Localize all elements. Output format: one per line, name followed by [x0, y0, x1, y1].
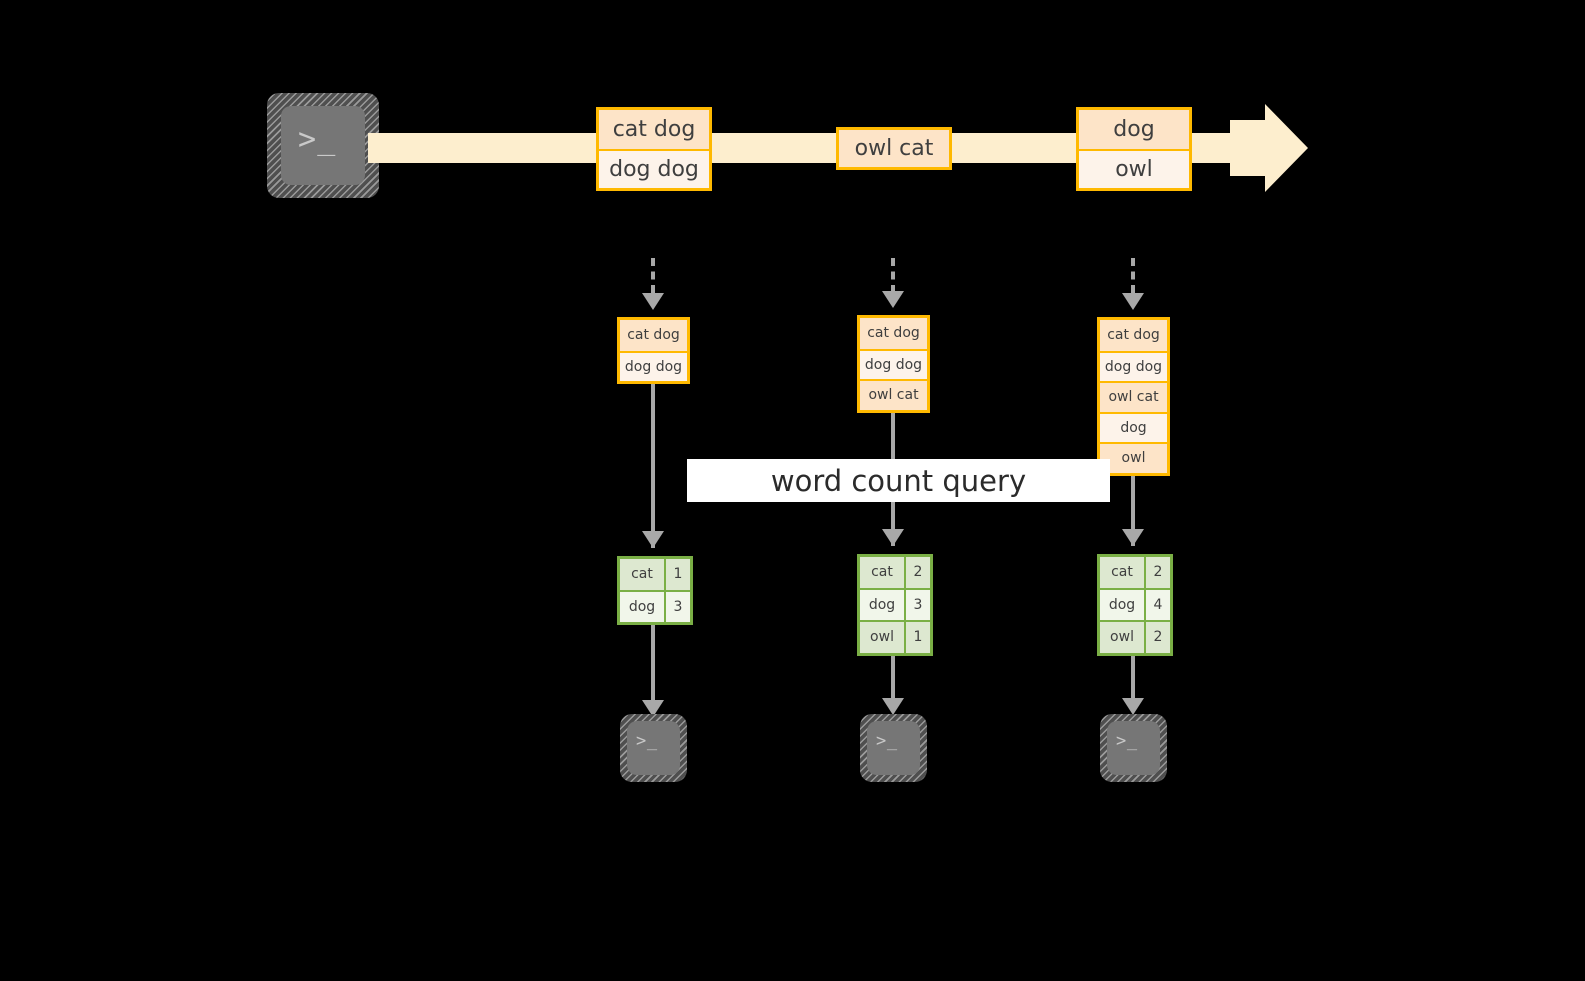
source-terminal-icon[interactable]: >_	[267, 93, 379, 198]
result-row: dog 4	[1100, 587, 1170, 620]
input-table[interactable]: cat dog dog dog owl cat dog owl	[1097, 317, 1170, 476]
terminal-face	[1107, 721, 1160, 775]
sink-terminal-icon[interactable]: >_	[860, 714, 927, 782]
result-row: owl 2	[1100, 620, 1170, 653]
result-word: cat	[620, 559, 664, 590]
result-count: 1	[904, 622, 930, 653]
result-word: cat	[860, 557, 904, 588]
input-row: cat dog	[1100, 320, 1167, 351]
stream-line: owl cat	[839, 130, 949, 167]
input-table[interactable]: cat dog dog dog	[617, 317, 690, 384]
terminal-prompt-glyph: >_	[1116, 731, 1138, 751]
sink-terminal-icon[interactable]: >_	[1100, 714, 1167, 782]
input-table[interactable]: cat dog dog dog owl cat	[857, 315, 930, 413]
result-table[interactable]: cat 2 dog 4 owl 2	[1097, 554, 1173, 656]
input-row: dog dog	[1100, 350, 1167, 381]
stream-arrowhead-icon	[1265, 104, 1308, 192]
trigger-dashed-connector	[1131, 258, 1135, 293]
query-connector	[651, 381, 655, 548]
sink-arrowhead-icon	[642, 700, 664, 717]
query-connector	[1131, 472, 1135, 546]
terminal-prompt-glyph: >_	[636, 731, 658, 751]
result-table[interactable]: cat 2 dog 3 owl 1	[857, 554, 933, 656]
result-word: dog	[1100, 589, 1144, 620]
sink-arrowhead-icon	[882, 698, 904, 715]
result-count: 2	[904, 557, 930, 588]
sink-terminal-icon[interactable]: >_	[620, 714, 687, 782]
input-row: owl	[1100, 442, 1167, 473]
input-row: dog dog	[860, 348, 927, 379]
result-count: 1	[664, 559, 690, 590]
terminal-prompt-glyph: >_	[298, 122, 337, 157]
result-row: dog 3	[620, 589, 690, 622]
result-row: owl 1	[860, 620, 930, 653]
query-arrowhead-icon	[1122, 529, 1144, 546]
sink-arrowhead-icon	[1122, 698, 1144, 715]
result-word: owl	[1100, 622, 1144, 653]
input-row: dog dog	[620, 350, 687, 381]
input-row: owl cat	[860, 379, 927, 410]
stream-line: dog	[1079, 110, 1189, 149]
trigger-arrowhead-icon	[882, 291, 904, 308]
result-row: cat 2	[860, 557, 930, 588]
sink-connector	[651, 620, 655, 704]
result-count: 2	[1144, 557, 1170, 588]
result-count: 4	[1144, 589, 1170, 620]
query-label: word count query	[770, 463, 1027, 498]
stream-batch-box[interactable]: cat dog dog dog	[596, 107, 712, 191]
sink-connector	[1131, 650, 1135, 704]
input-row: cat dog	[620, 320, 687, 351]
result-word: dog	[620, 591, 664, 622]
stream-line: dog dog	[599, 149, 709, 188]
result-word: cat	[1100, 557, 1144, 588]
query-banner: word count query	[687, 459, 1110, 502]
terminal-prompt-glyph: >_	[876, 731, 898, 751]
input-row: cat dog	[860, 318, 927, 349]
result-row: dog 3	[860, 587, 930, 620]
result-word: dog	[860, 589, 904, 620]
stream-line: owl	[1079, 149, 1189, 188]
sink-connector	[891, 650, 895, 704]
result-row: cat 1	[620, 559, 690, 590]
result-count: 3	[664, 591, 690, 622]
trigger-arrowhead-icon	[1122, 293, 1144, 310]
stream-batch-box[interactable]: dog owl	[1076, 107, 1192, 191]
result-row: cat 2	[1100, 557, 1170, 588]
input-row: dog	[1100, 411, 1167, 442]
result-word: owl	[860, 622, 904, 653]
stream-batch-box[interactable]: owl cat	[836, 127, 952, 170]
result-count: 2	[1144, 622, 1170, 653]
trigger-arrowhead-icon	[642, 293, 664, 310]
input-row: owl cat	[1100, 381, 1167, 412]
terminal-face	[627, 721, 680, 775]
query-arrowhead-icon	[882, 529, 904, 546]
trigger-dashed-connector	[651, 258, 655, 293]
result-count: 3	[904, 589, 930, 620]
query-arrowhead-icon	[642, 531, 664, 548]
result-table[interactable]: cat 1 dog 3	[617, 556, 693, 625]
stream-line: cat dog	[599, 110, 709, 149]
terminal-face	[867, 721, 920, 775]
terminal-face	[281, 106, 365, 185]
trigger-dashed-connector	[891, 258, 895, 293]
